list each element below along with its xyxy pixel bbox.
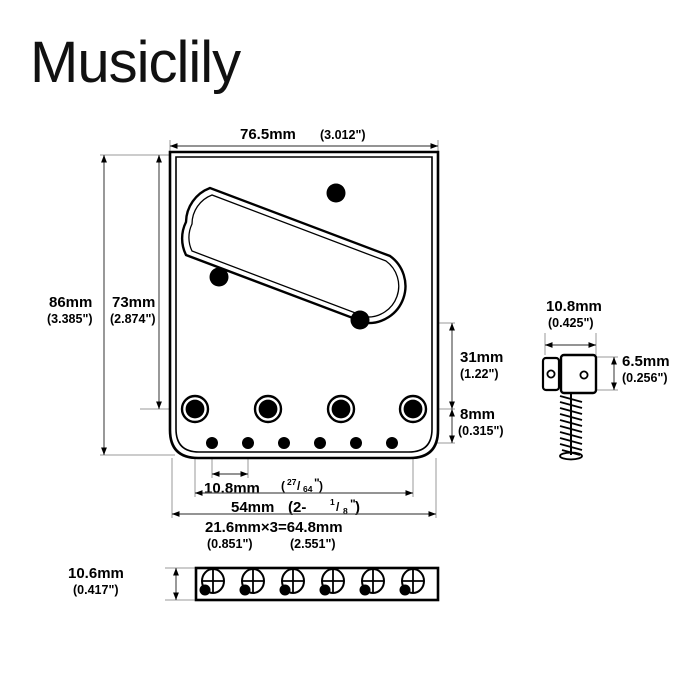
saddle-body-hole xyxy=(579,370,589,380)
dimension-saddle-width: 10.8mm (0.425") xyxy=(545,298,602,348)
saddle-span-inch-mark: " xyxy=(350,497,356,511)
saddle-width-inch: (0.425") xyxy=(548,316,594,330)
plate-width-mm: 76.5mm xyxy=(240,126,296,143)
side-view-body xyxy=(194,566,440,602)
dimension-mounting-span: 21.6mm×3=64.8mm (0.851") (2.551") xyxy=(172,511,436,551)
saddle-body xyxy=(559,353,598,395)
saddle-span-slash: / xyxy=(336,500,340,514)
saddle-to-string-holes-inch: (0.315") xyxy=(458,424,504,438)
plate-height-inner-inch: (2.874") xyxy=(110,312,156,326)
pickup-to-saddle-inch: (1.22") xyxy=(460,367,499,381)
string-hole-spacing-mm: 10.8mm xyxy=(204,480,260,497)
pickup-to-saddle-mm: 31mm xyxy=(460,349,503,366)
saddle-screw-span-inch-fraction: (2- 1 / 8 " ) xyxy=(288,497,360,516)
mounting-screw-hole xyxy=(350,310,370,330)
saddle-width-mm: 10.8mm xyxy=(546,298,602,315)
saddle-left-tab-hole xyxy=(546,369,556,379)
dimension-saddle-height: 6.5mm (0.256") xyxy=(611,353,670,390)
plate-height-total-inch: (3.385") xyxy=(47,312,93,326)
dimension-plate-thickness: 10.6mm (0.417") xyxy=(68,565,179,600)
fraction-numerator: 27 xyxy=(287,477,297,487)
saddle-span-inch-close: ) xyxy=(355,499,360,516)
mounting-screw-hole xyxy=(326,183,346,203)
string-hole-spacing-inch-fraction: ( 27 / 64 " ) xyxy=(281,476,323,494)
mounting-span-inch-right: (2.551") xyxy=(290,537,336,551)
bridge-plate-top-view xyxy=(168,150,440,460)
fraction-close-paren: ) xyxy=(319,479,323,493)
fraction-slash: / xyxy=(297,479,301,493)
saddle-detail-view xyxy=(541,353,598,461)
saddle-span-numerator: 1 xyxy=(330,497,335,507)
dimension-plate-height-inner: 73mm (2.874") xyxy=(110,155,162,409)
mounting-span-inch-left: (0.851") xyxy=(207,537,253,551)
saddle-screw-holes xyxy=(180,394,428,424)
saddle-to-string-holes-mm: 8mm xyxy=(460,406,495,423)
fraction-denominator: 64 xyxy=(303,484,313,494)
dimension-plate-width: 76.5mm (3.012") xyxy=(170,126,438,149)
mounting-span-formula: 21.6mm×3=64.8mm xyxy=(205,519,343,536)
pickup-cutout xyxy=(180,186,407,325)
plate-thickness-inch: (0.417") xyxy=(73,583,119,597)
saddle-height-mm: 6.5mm xyxy=(622,353,670,370)
plate-height-inner-mm: 73mm xyxy=(112,294,155,311)
string-through-holes xyxy=(206,437,398,449)
plate-height-total-mm: 86mm xyxy=(49,294,92,311)
brand-logo: Musiclily xyxy=(30,30,241,95)
mounting-screw-hole xyxy=(209,267,229,287)
dimension-plate-height-total: 86mm (3.385") xyxy=(47,155,107,455)
plate-inner-outline xyxy=(175,156,433,453)
side-view-string-dots xyxy=(199,584,411,596)
bridge-plate-side-view xyxy=(194,566,440,602)
plate-thickness-mm: 10.6mm xyxy=(68,565,124,582)
saddle-span-denominator: 8 xyxy=(343,506,348,516)
dimension-saddle-to-string-holes: 8mm (0.315") xyxy=(449,406,504,443)
saddle-height-inch: (0.256") xyxy=(622,371,668,385)
saddle-spring xyxy=(559,395,583,461)
plate-width-inch: (3.012") xyxy=(320,128,366,142)
dimension-pickup-to-saddle: 31mm (1.22") xyxy=(449,323,503,409)
fraction-open-paren: ( xyxy=(281,479,285,493)
fraction-inch-mark: " xyxy=(314,476,320,490)
